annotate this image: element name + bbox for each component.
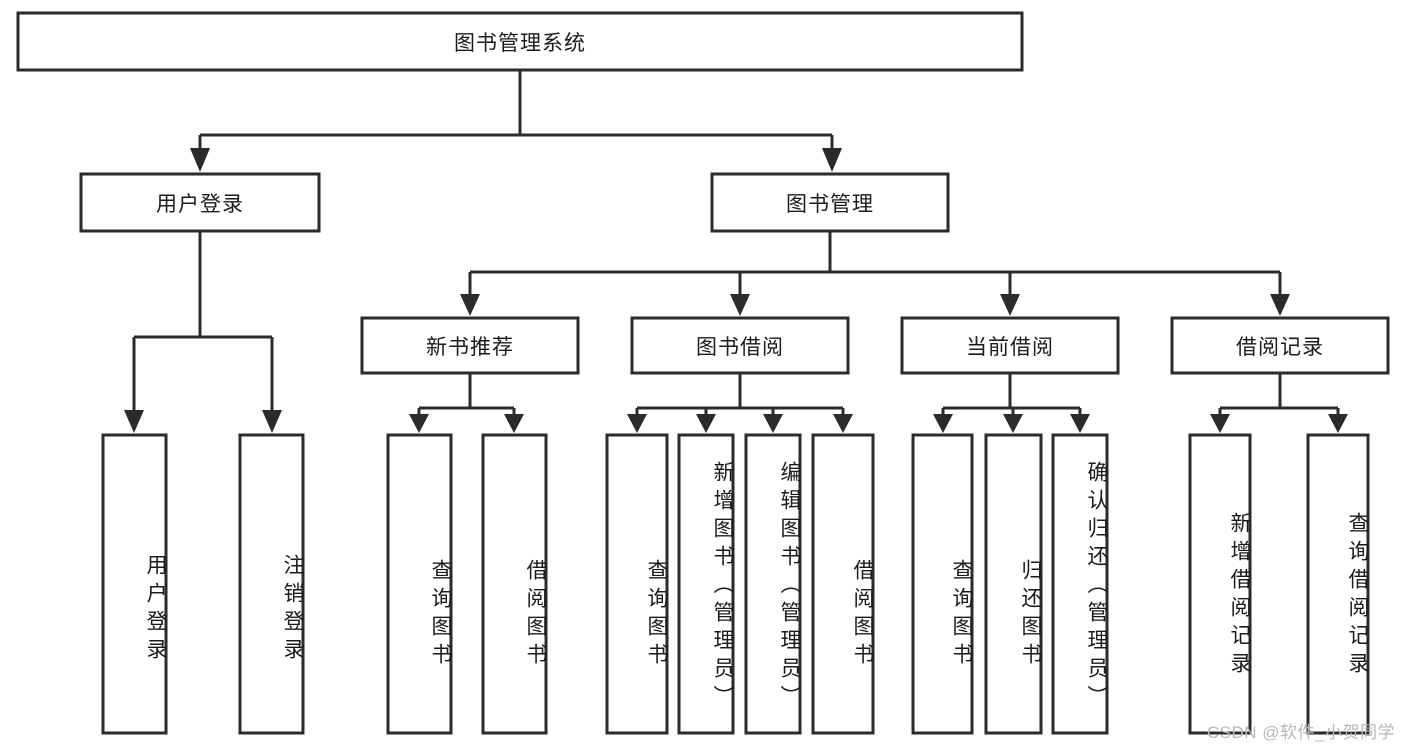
arrow-to-leaf-query-record [1328,414,1348,433]
arrow-to-user-login [190,148,210,172]
node-box-leaf-borrow-book-rec[interactable] [481,433,548,735]
arrow-to-leaf-query-book-cur [933,414,953,433]
node-box-leaf-add-book[interactable] [677,433,735,735]
connectors-group [124,70,1348,433]
arrow-to-leaf-add-record [1210,414,1230,433]
node-box-leaf-user-login[interactable] [101,433,168,735]
node-box-book-manage[interactable] [710,172,950,233]
node-box-leaf-query-book-borrow[interactable] [605,433,669,735]
arrow-to-leaf-logout [262,410,282,433]
nodes-group [16,11,1390,735]
arrow-to-borrow-record [1270,294,1290,316]
node-box-leaf-borrow-book[interactable] [811,433,875,735]
arrow-to-book-borrow [730,294,750,316]
arrow-to-leaf-borrow-book [833,414,853,433]
arrow-to-leaf-query-book-borrow [627,414,647,433]
node-box-leaf-add-record[interactable] [1188,433,1252,735]
node-box-user-login[interactable] [79,172,321,233]
csdn-watermark: CSDN @软件_小贺同学 [1206,723,1395,742]
node-box-leaf-return-book[interactable] [984,433,1043,735]
arrow-to-book-manage [822,148,842,172]
arrow-to-leaf-user-login [124,410,144,433]
node-box-root[interactable] [16,11,1024,72]
node-box-current-borrow[interactable] [900,316,1120,375]
node-box-leaf-edit-book[interactable] [744,433,802,735]
arrow-to-leaf-query-book-rec [409,414,429,433]
arrow-to-leaf-edit-book [763,414,783,433]
arrow-to-leaf-add-book [696,414,716,433]
node-box-leaf-query-record[interactable] [1306,433,1370,735]
node-box-leaf-logout[interactable] [238,433,305,735]
node-box-new-book-rec[interactable] [360,316,580,375]
arrow-to-current-borrow [1000,294,1020,316]
node-box-leaf-confirm-return[interactable] [1051,433,1109,735]
arrow-to-leaf-confirm-return [1070,414,1090,433]
node-box-book-borrow[interactable] [630,316,850,375]
node-box-leaf-query-book-cur[interactable] [911,433,974,735]
arrow-to-leaf-return-book [1003,414,1023,433]
node-box-borrow-record[interactable] [1170,316,1390,375]
arrow-to-leaf-borrow-book-rec [504,414,524,433]
node-box-leaf-query-book-rec[interactable] [386,433,453,735]
arrow-to-new-book-rec [460,294,480,316]
